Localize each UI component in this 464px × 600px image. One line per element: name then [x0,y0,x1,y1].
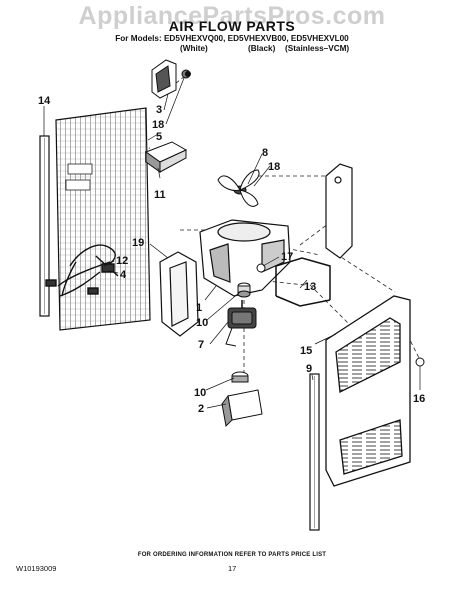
callout-16: 16 [413,393,425,405]
watermark: AppliancePartsPros.com [78,2,386,30]
air-diffuser-clip [144,141,188,173]
left-side-panel [159,251,199,337]
callout-15: 15 [300,345,312,357]
callout-10-upper: 10 [196,317,208,329]
trim-strip-left [39,135,50,317]
callout-10-lower: 10 [194,387,206,399]
leader-lines [43,77,421,409]
motor-grommet-upper [237,282,251,298]
callout-3: 3 [156,104,162,116]
document-number: W10193009 [16,564,57,573]
callout-14: 14 [38,95,51,107]
fan-shroud-housing [199,219,291,297]
callout-11: 11 [154,189,166,201]
callout-5: 5 [156,131,162,143]
motor-grommet-lower [231,371,249,383]
callout-labels: 3 18 5 14 11 8 18 19 12 4 17 13 1 10 7 1… [38,95,425,415]
panel-gasket-strip-right [309,373,320,531]
callout-4: 4 [120,269,127,281]
variant-white: (White) [180,44,208,53]
ordering-note: FOR ORDERING INFORMATION REFER TO PARTS … [137,552,327,558]
wire-bail-bracket [275,257,331,307]
callout-12: 12 [116,255,128,267]
page-number: 17 [228,564,237,573]
callout-13: 13 [304,281,316,293]
variant-black: (Black) [248,44,276,53]
top-clip-part [151,59,191,99]
motor-bracket [221,389,263,428]
callout-17: 17 [281,251,293,263]
callout-19: 19 [132,237,144,249]
models-line: For Models: ED5VHEXVQ00, ED5VHEXVB00, ED… [115,34,349,43]
fan-blade [217,169,260,207]
rear-panel-assembly [325,295,411,487]
fan-motor [225,300,257,347]
page-title: AIR FLOW PARTS [168,18,296,34]
callout-18-lower: 18 [268,161,280,173]
evaporator-cover-grille [55,107,151,331]
callout-9: 9 [306,363,312,375]
callout-2: 2 [198,403,204,415]
callout-8: 8 [262,147,268,159]
callout-1: 1 [196,302,202,314]
callout-18-upper: 18 [152,119,164,131]
variant-stainless: (Stainless–VCM) [285,44,350,53]
right-side-panel [325,163,353,259]
callout-7: 7 [198,339,204,351]
